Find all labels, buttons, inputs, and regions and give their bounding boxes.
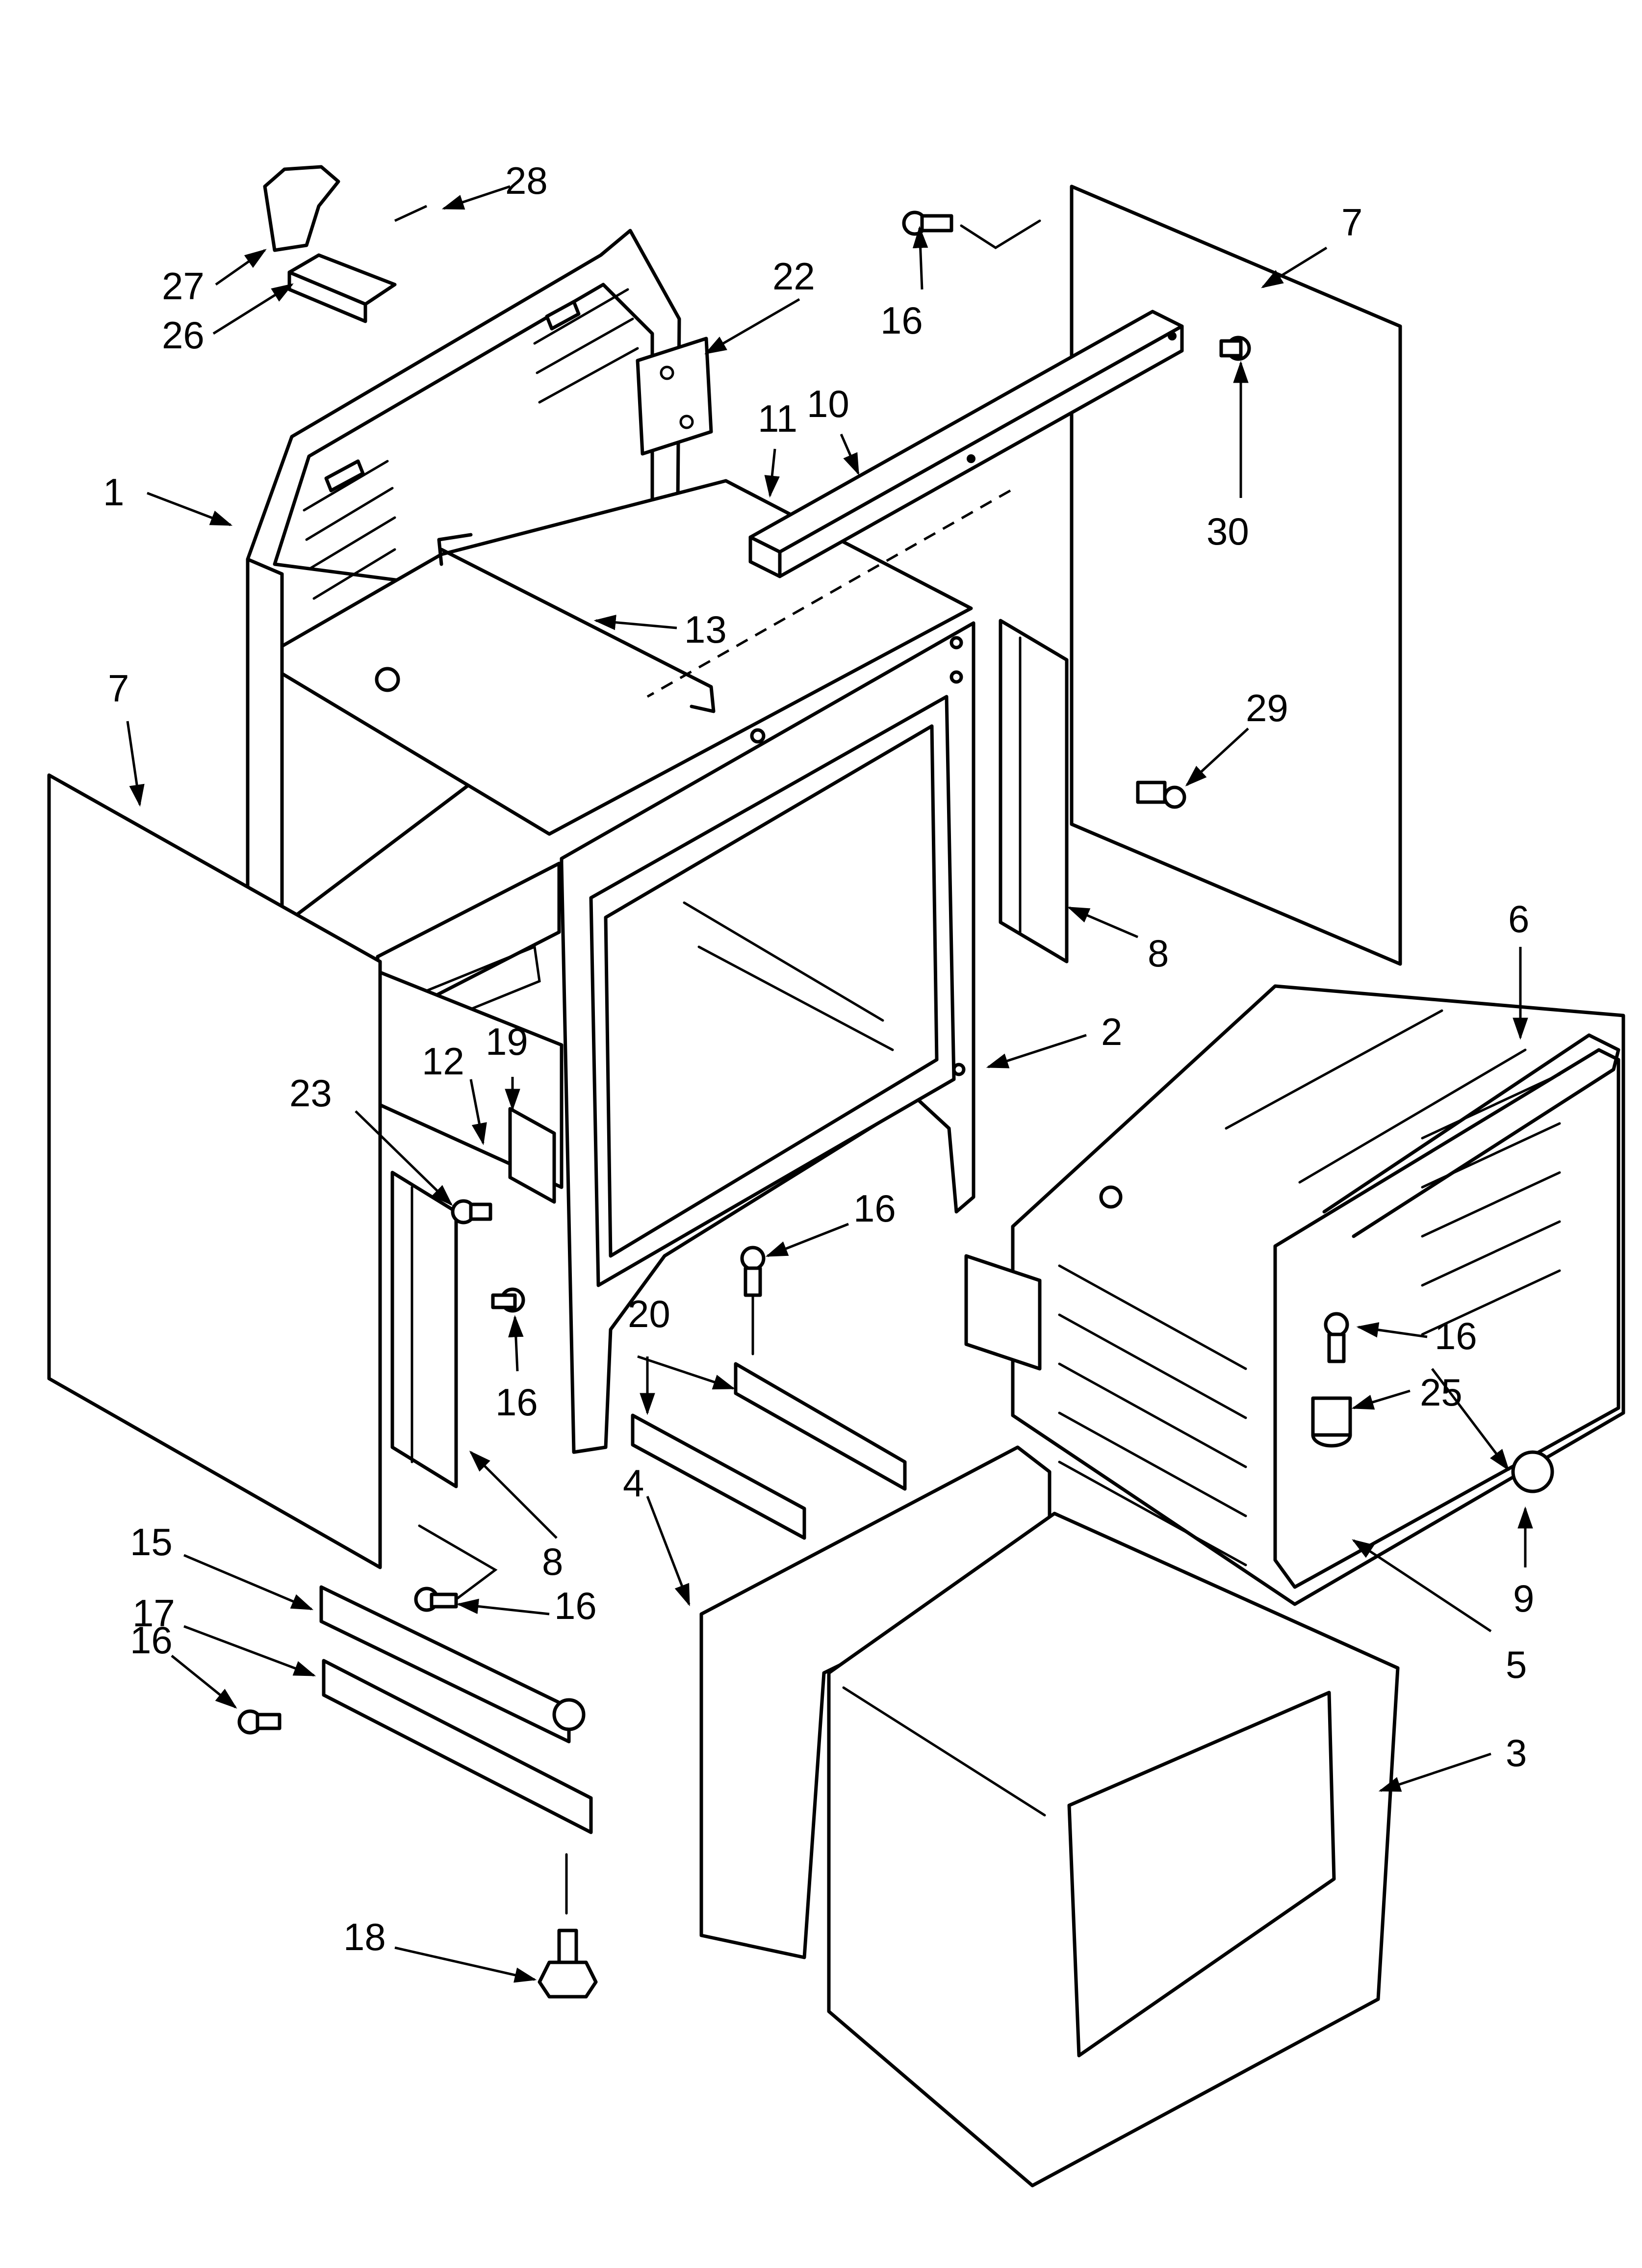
screw-16-cavity (1324, 1312, 1349, 1363)
callout-8-right: 8 (1148, 932, 1169, 975)
callout-28: 28 (505, 159, 548, 202)
callout-12: 12 (422, 1040, 464, 1083)
callout-22: 22 (772, 255, 815, 298)
leader-lines (126, 185, 1533, 1983)
insulation-blanket (699, 1445, 1400, 2188)
cabinet-frame (246, 229, 975, 1454)
callout-23: 23 (289, 1071, 332, 1115)
callout-17: 17 (132, 1591, 175, 1635)
screw-23 (451, 1199, 492, 1225)
callout-9: 9 (1513, 1577, 1534, 1620)
callout-labels: 1 2 3 4 5 6 7 7 8 8 9 10 11 12 13 15 16 … (103, 159, 1534, 1958)
callout-16-center: 16 (853, 1187, 896, 1230)
callout-3: 3 (1506, 1731, 1527, 1774)
trim-pieces (263, 165, 428, 323)
callout-2: 2 (1101, 1010, 1122, 1053)
callout-7-left: 7 (108, 667, 129, 710)
callout-30: 30 (1206, 510, 1249, 553)
screw-16-lower (414, 1524, 498, 1612)
callout-5: 5 (1506, 1643, 1527, 1686)
screw-16-bottom-left (237, 1709, 282, 1735)
callout-11: 11 (758, 397, 797, 440)
callout-16-left: 16 (495, 1381, 538, 1424)
callout-4: 4 (623, 1461, 644, 1505)
callout-15: 15 (130, 1520, 173, 1564)
oven-cavity (964, 984, 1625, 1606)
callout-16-top: 16 (880, 299, 923, 342)
callout-26: 26 (162, 313, 205, 357)
callout-20: 20 (628, 1292, 670, 1335)
callout-27: 27 (162, 264, 205, 308)
hinge-plate (636, 337, 713, 456)
callout-19: 19 (486, 1020, 528, 1063)
screw-16-top (902, 210, 1041, 249)
callout-1: 1 (103, 470, 124, 514)
callout-16-cavity: 16 (1435, 1314, 1477, 1357)
screw-29 (1136, 781, 1186, 809)
screw-30 (1219, 336, 1251, 361)
callout-18: 18 (343, 1915, 386, 1958)
callout-16-lower: 16 (554, 1584, 597, 1627)
side-channel-left (390, 1171, 458, 1488)
screw-16-center (740, 1246, 766, 1356)
back-vents (303, 288, 639, 600)
base-brackets (631, 1362, 907, 1540)
top-rail (646, 310, 1184, 698)
callout-13: 13 (684, 608, 727, 651)
support-rod (437, 533, 716, 713)
callout-7-right: 7 (1341, 201, 1362, 244)
callout-6: 6 (1508, 897, 1529, 940)
screw-16-left (491, 1287, 525, 1313)
bracket-12 (508, 1107, 556, 1204)
lower-rails (319, 1585, 593, 1834)
callout-8-left: 8 (542, 1540, 563, 1583)
leveling-leg (538, 1853, 598, 1999)
side-channel-right (999, 619, 1069, 964)
callout-29: 29 (1246, 686, 1288, 730)
callout-10: 10 (807, 382, 849, 425)
side-panel-right (1070, 184, 1402, 966)
callout-16-bottom-left: 16 (130, 1618, 173, 1662)
callout-25: 25 (1420, 1371, 1462, 1414)
side-panel-left (47, 773, 382, 1569)
